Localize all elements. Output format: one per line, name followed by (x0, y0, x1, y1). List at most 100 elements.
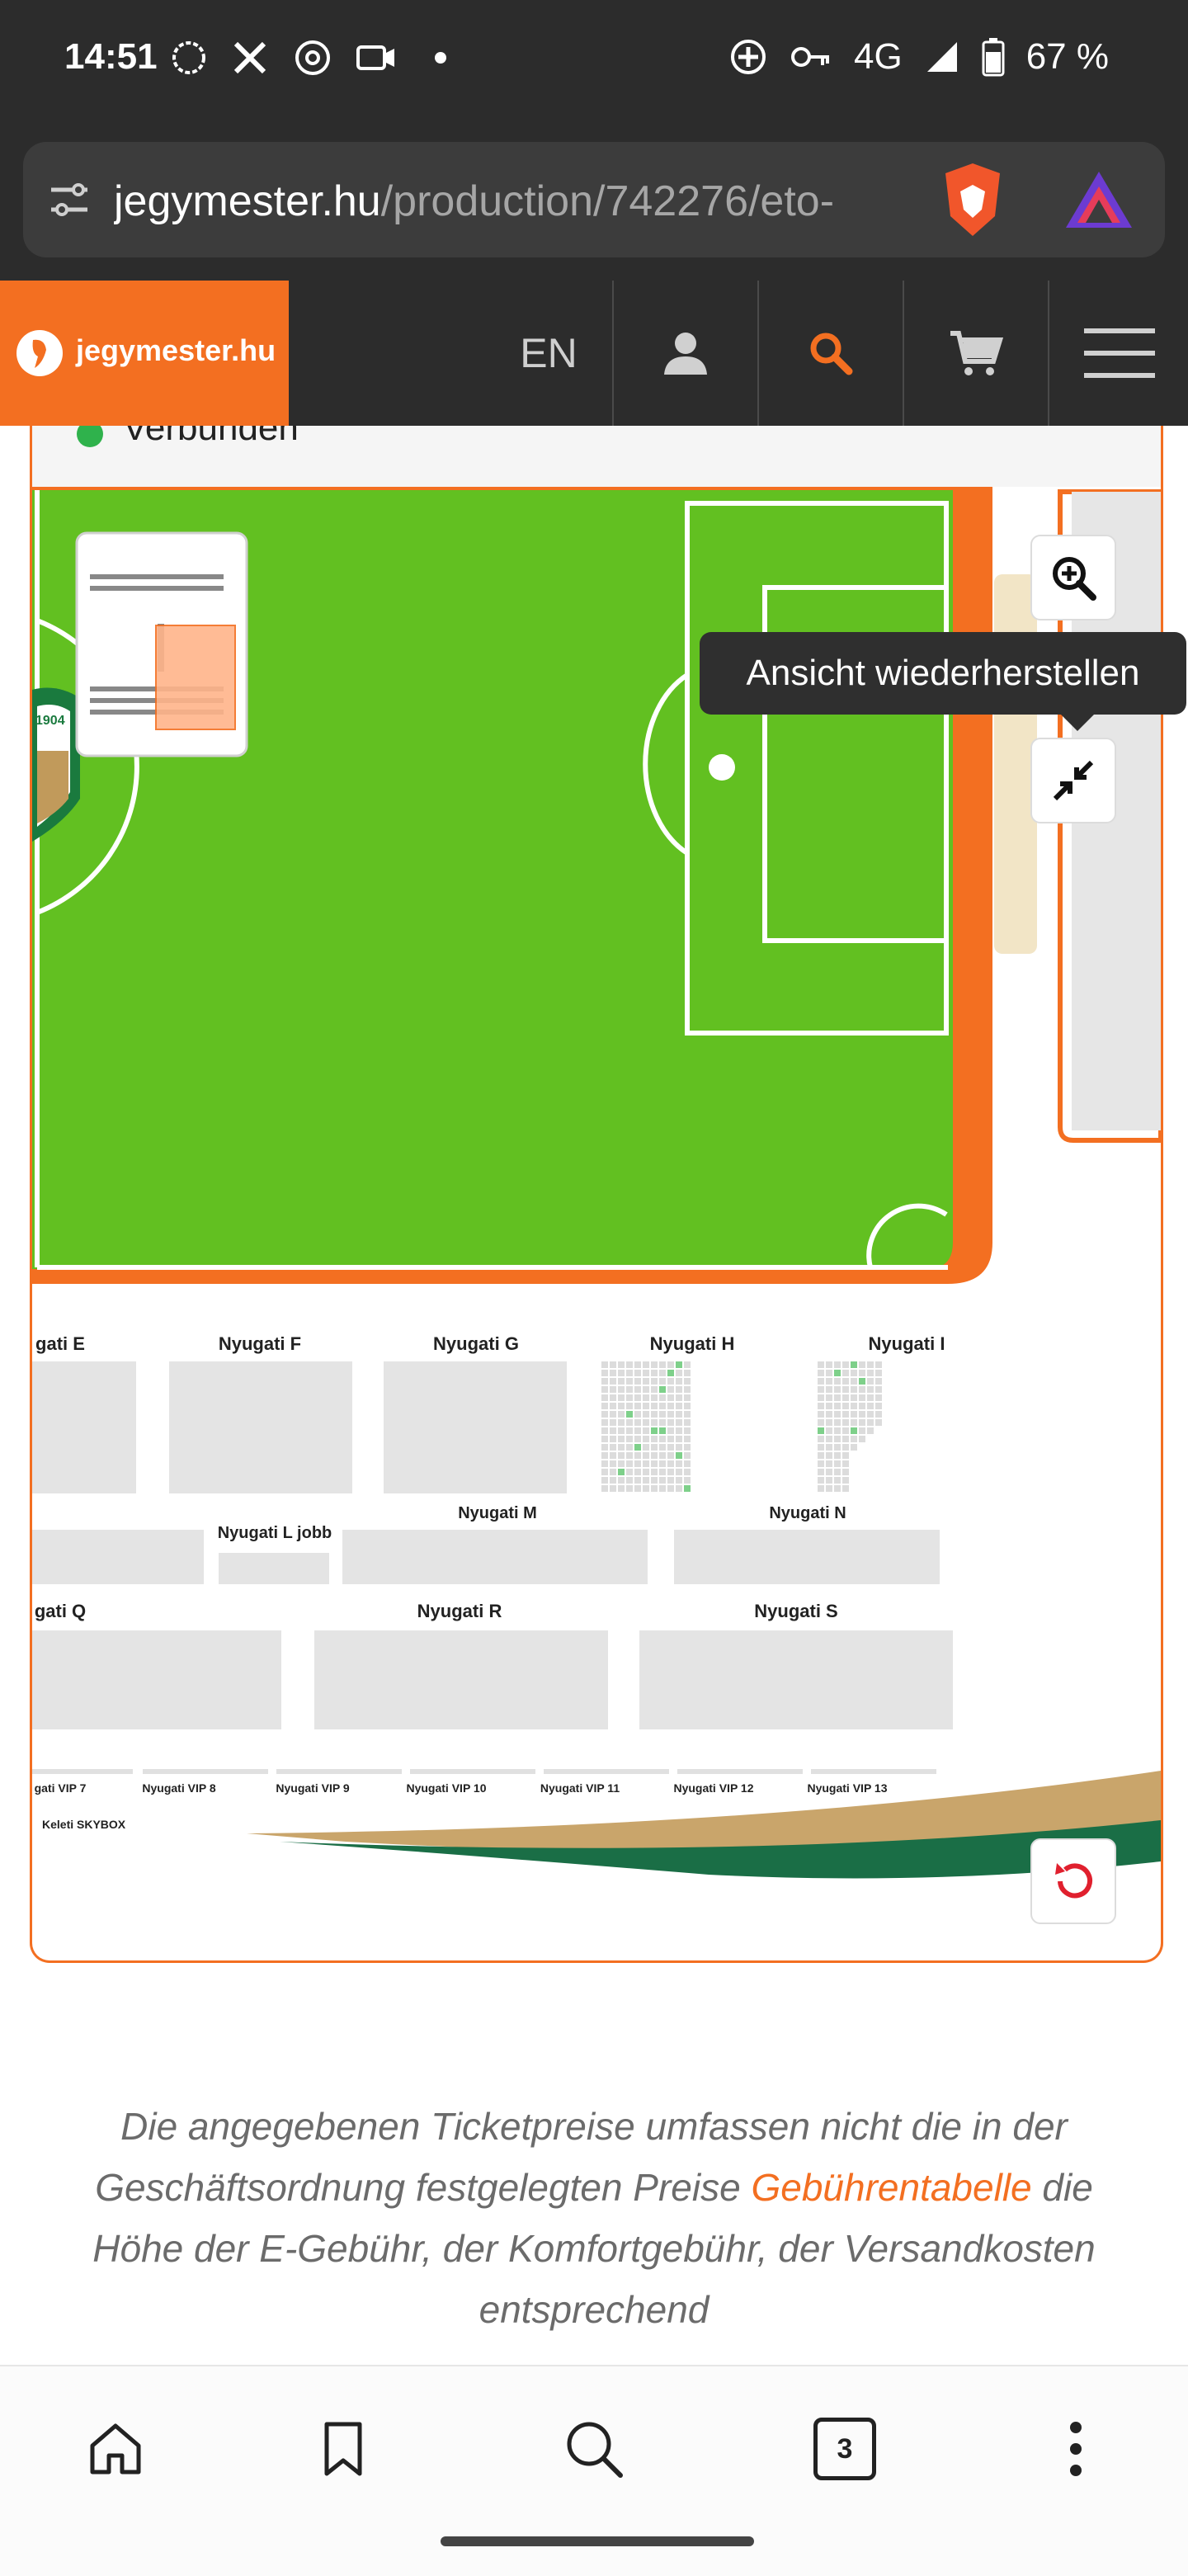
seat[interactable] (859, 1394, 865, 1401)
seat[interactable] (867, 1427, 874, 1434)
seat[interactable] (867, 1361, 874, 1368)
seat[interactable] (667, 1436, 674, 1442)
seat[interactable] (676, 1427, 682, 1434)
seat-available[interactable] (667, 1370, 674, 1376)
seat[interactable] (634, 1394, 641, 1401)
seat[interactable] (851, 1378, 857, 1385)
seat[interactable] (610, 1444, 616, 1451)
seat[interactable] (826, 1370, 832, 1376)
seat[interactable] (610, 1469, 616, 1475)
seat[interactable] (684, 1460, 691, 1467)
seat[interactable] (818, 1460, 824, 1467)
seat[interactable] (601, 1460, 608, 1467)
seat[interactable] (826, 1361, 832, 1368)
brand-logo[interactable]: jegymester.hu (0, 281, 289, 426)
seat[interactable] (643, 1378, 649, 1385)
seat[interactable] (610, 1411, 616, 1418)
seat[interactable] (667, 1485, 674, 1492)
search-button[interactable] (757, 281, 903, 426)
seat-available[interactable] (676, 1452, 682, 1459)
seat[interactable] (651, 1403, 658, 1409)
seat[interactable] (610, 1419, 616, 1426)
seat[interactable] (842, 1452, 849, 1459)
seat-available[interactable] (676, 1361, 682, 1368)
seat[interactable] (651, 1370, 658, 1376)
seat[interactable] (834, 1386, 841, 1393)
minimap[interactable] (75, 531, 248, 757)
seat[interactable] (859, 1361, 865, 1368)
seat[interactable] (659, 1469, 666, 1475)
menu-button[interactable] (1048, 281, 1188, 426)
seat[interactable] (601, 1411, 608, 1418)
seat[interactable] (676, 1386, 682, 1393)
cart-button[interactable] (903, 281, 1048, 426)
seat[interactable] (684, 1469, 691, 1475)
seat-block[interactable] (32, 1361, 136, 1493)
seat[interactable] (826, 1477, 832, 1484)
seat[interactable] (634, 1452, 641, 1459)
seat[interactable] (618, 1452, 625, 1459)
seat[interactable] (659, 1444, 666, 1451)
seat[interactable] (842, 1361, 849, 1368)
seat[interactable] (859, 1403, 865, 1409)
seat[interactable] (667, 1427, 674, 1434)
seat[interactable] (684, 1394, 691, 1401)
seat[interactable] (818, 1361, 824, 1368)
seat[interactable] (651, 1485, 658, 1492)
seat[interactable] (826, 1485, 832, 1492)
seat-block[interactable] (639, 1630, 953, 1729)
seat[interactable] (618, 1386, 625, 1393)
seat[interactable] (684, 1403, 691, 1409)
seat[interactable] (651, 1436, 658, 1442)
seat[interactable] (618, 1477, 625, 1484)
seat[interactable] (851, 1419, 857, 1426)
seat[interactable] (659, 1436, 666, 1442)
seat[interactable] (851, 1411, 857, 1418)
seat[interactable] (676, 1394, 682, 1401)
seat[interactable] (859, 1411, 865, 1418)
seat[interactable] (643, 1427, 649, 1434)
seat[interactable] (601, 1419, 608, 1426)
seat-block[interactable] (32, 1530, 204, 1584)
seat[interactable] (842, 1378, 849, 1385)
seat[interactable] (684, 1444, 691, 1451)
seat[interactable] (684, 1436, 691, 1442)
seat-available[interactable] (634, 1444, 641, 1451)
seat[interactable] (643, 1370, 649, 1376)
seat[interactable] (867, 1403, 874, 1409)
seat[interactable] (842, 1370, 849, 1376)
seat[interactable] (684, 1427, 691, 1434)
seat[interactable] (818, 1403, 824, 1409)
seat-available[interactable] (651, 1427, 658, 1434)
seat[interactable] (618, 1361, 625, 1368)
vip-box-label[interactable]: Nyugati VIP 10 (406, 1781, 486, 1795)
seat[interactable] (834, 1452, 841, 1459)
seat[interactable] (610, 1378, 616, 1385)
seat[interactable] (676, 1370, 682, 1376)
seat[interactable] (643, 1386, 649, 1393)
seat[interactable] (818, 1469, 824, 1475)
seat[interactable] (818, 1378, 824, 1385)
fee-table-link[interactable]: Gebührentabelle (751, 2166, 1032, 2209)
seat[interactable] (610, 1436, 616, 1442)
seat[interactable] (676, 1411, 682, 1418)
seat[interactable] (842, 1386, 849, 1393)
seat[interactable] (834, 1477, 841, 1484)
seat[interactable] (667, 1477, 674, 1484)
seat[interactable] (826, 1419, 832, 1426)
seat[interactable] (659, 1477, 666, 1484)
seat[interactable] (651, 1394, 658, 1401)
seat[interactable] (818, 1452, 824, 1459)
seat[interactable] (634, 1485, 641, 1492)
seat[interactable] (651, 1361, 658, 1368)
seat[interactable] (626, 1403, 633, 1409)
seat[interactable] (667, 1460, 674, 1467)
seat[interactable] (659, 1419, 666, 1426)
seat[interactable] (867, 1386, 874, 1393)
seat[interactable] (634, 1477, 641, 1484)
seat[interactable] (667, 1394, 674, 1401)
seat-available[interactable] (851, 1361, 857, 1368)
seat[interactable] (834, 1378, 841, 1385)
seat[interactable] (859, 1370, 865, 1376)
seat-available[interactable] (859, 1378, 865, 1385)
